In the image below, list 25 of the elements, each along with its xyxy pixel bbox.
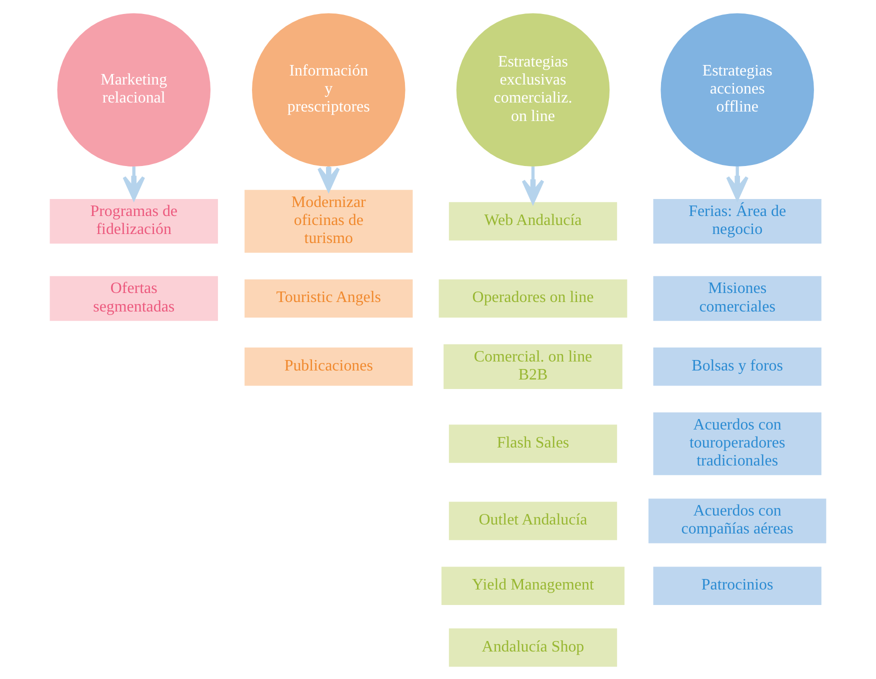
node-box: Programas de fidelización bbox=[50, 198, 218, 244]
node-box: Acuerdos con compañías aéreas bbox=[648, 498, 826, 543]
node-circle: Estrategias acciones offline bbox=[660, 12, 814, 166]
node-box: Yield Management bbox=[441, 566, 625, 605]
node-box: Misiones comerciales bbox=[653, 276, 822, 320]
node-box: Operadores on line bbox=[438, 278, 628, 318]
node-circle: Estrategias exclusivas comercializ. on line bbox=[456, 12, 610, 166]
node-box: Bolsas y foros bbox=[653, 346, 822, 386]
node-box: Publicaciones bbox=[244, 346, 413, 386]
node-box: Ferias: Área de negocio bbox=[653, 198, 822, 244]
node-box: Comercial. on line B2B bbox=[444, 344, 622, 388]
node-box: Touristic Angels bbox=[244, 278, 413, 318]
node-box: Outlet Andalucía bbox=[448, 501, 618, 540]
node-box: Flash Sales bbox=[448, 424, 618, 462]
node-box: Patrocinios bbox=[653, 566, 822, 605]
node-circle: Marketing relacional bbox=[57, 12, 210, 166]
node-box: Modernizar oficinas de turismo bbox=[244, 189, 413, 252]
node-circle: Información y prescriptores bbox=[252, 12, 406, 166]
arrow bbox=[522, 166, 544, 204]
arrow bbox=[122, 166, 146, 200]
arrow bbox=[726, 166, 749, 200]
node-box: Acuerdos con touroperadores tradicionales bbox=[653, 412, 822, 475]
node-box: Andalucía Shop bbox=[448, 628, 618, 666]
node-box: Web Andalucía bbox=[448, 202, 618, 240]
node-box: Ofertas segmentadas bbox=[50, 276, 218, 320]
